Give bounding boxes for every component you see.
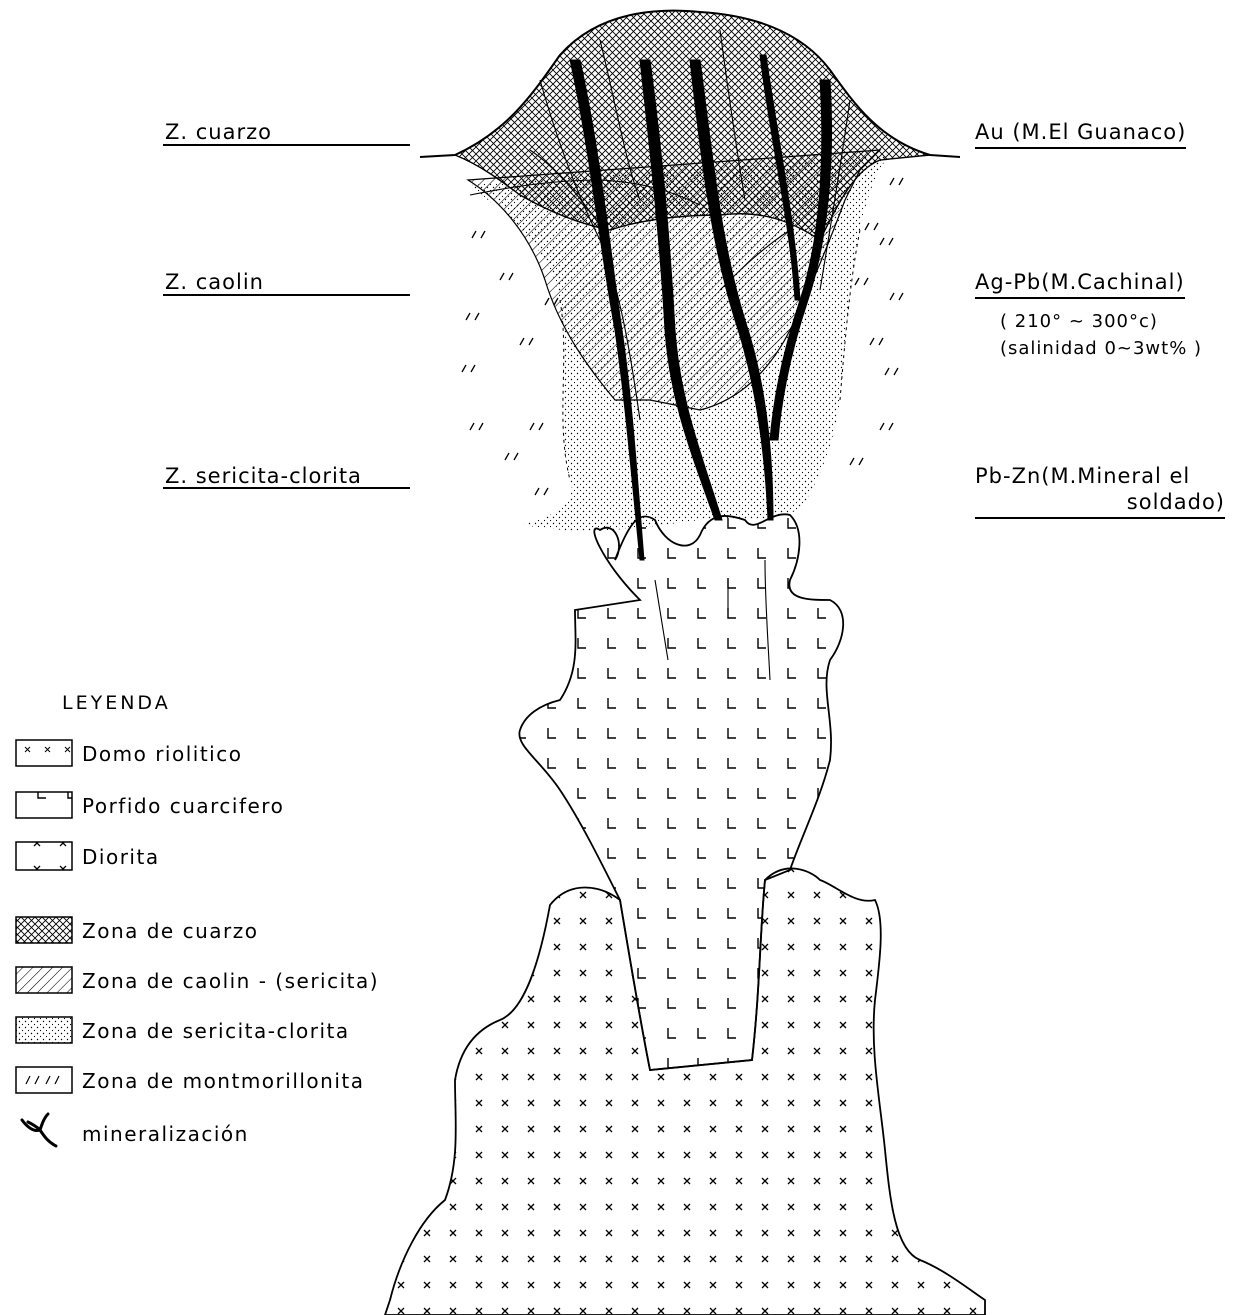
legend-item-porfido-cuarcifero: Porfido cuarcifero [16,792,284,820]
legend-label: Domo riolitico [82,742,242,766]
legend-label: Zona de caolin - (sericita) [82,969,379,993]
legend-title: LEYENDA [62,692,171,714]
legend-item-diorita: Diorita [16,843,160,871]
legend-item-zona-sericita-clorita: Zona de sericita-clorita [16,1017,350,1045]
label-deposit-pb-zn-line1: Pb-Zn(M.Mineral el [975,466,1190,487]
legend-label: Zona de sericita-clorita [82,1019,350,1043]
label-deposit-au: Au (M.El Guanaco) [975,122,1186,149]
legend-item-zona-cuarzo: Zona de cuarzo [16,917,258,945]
legend-label: mineralización [82,1122,249,1146]
legend-label: Porfido cuarcifero [82,794,284,818]
label-salinity: (salinidad 0~3wt% ) [1000,340,1202,358]
label-deposit-ag-pb: Ag-Pb(M.Cachinal) [975,272,1185,299]
legend-label: Zona de montmorillonita [82,1069,365,1093]
legend-item-mineralizacion: mineralización [16,1120,249,1148]
label-deposit-pb-zn-line2: soldado) [975,492,1225,519]
legend-item-zona-caolin: Zona de caolin - (sericita) [16,967,379,995]
label-zone-sericite-chlorite: Z. sericita-clorita [165,466,362,487]
label-zone-kaolin: Z. caolin [165,272,264,293]
legend-item-domo-riolitico: Domo riolitico [16,740,242,768]
label-zone-quartz: Z. cuarzo [165,122,272,143]
legend-label: Zona de cuarzo [82,919,258,943]
legend-item-zona-montmorillonita: Zona de montmorillonita [16,1067,365,1095]
legend-label: Diorita [82,845,160,869]
label-temperature-range: ( 210° ~ 300°c) [1000,313,1158,331]
